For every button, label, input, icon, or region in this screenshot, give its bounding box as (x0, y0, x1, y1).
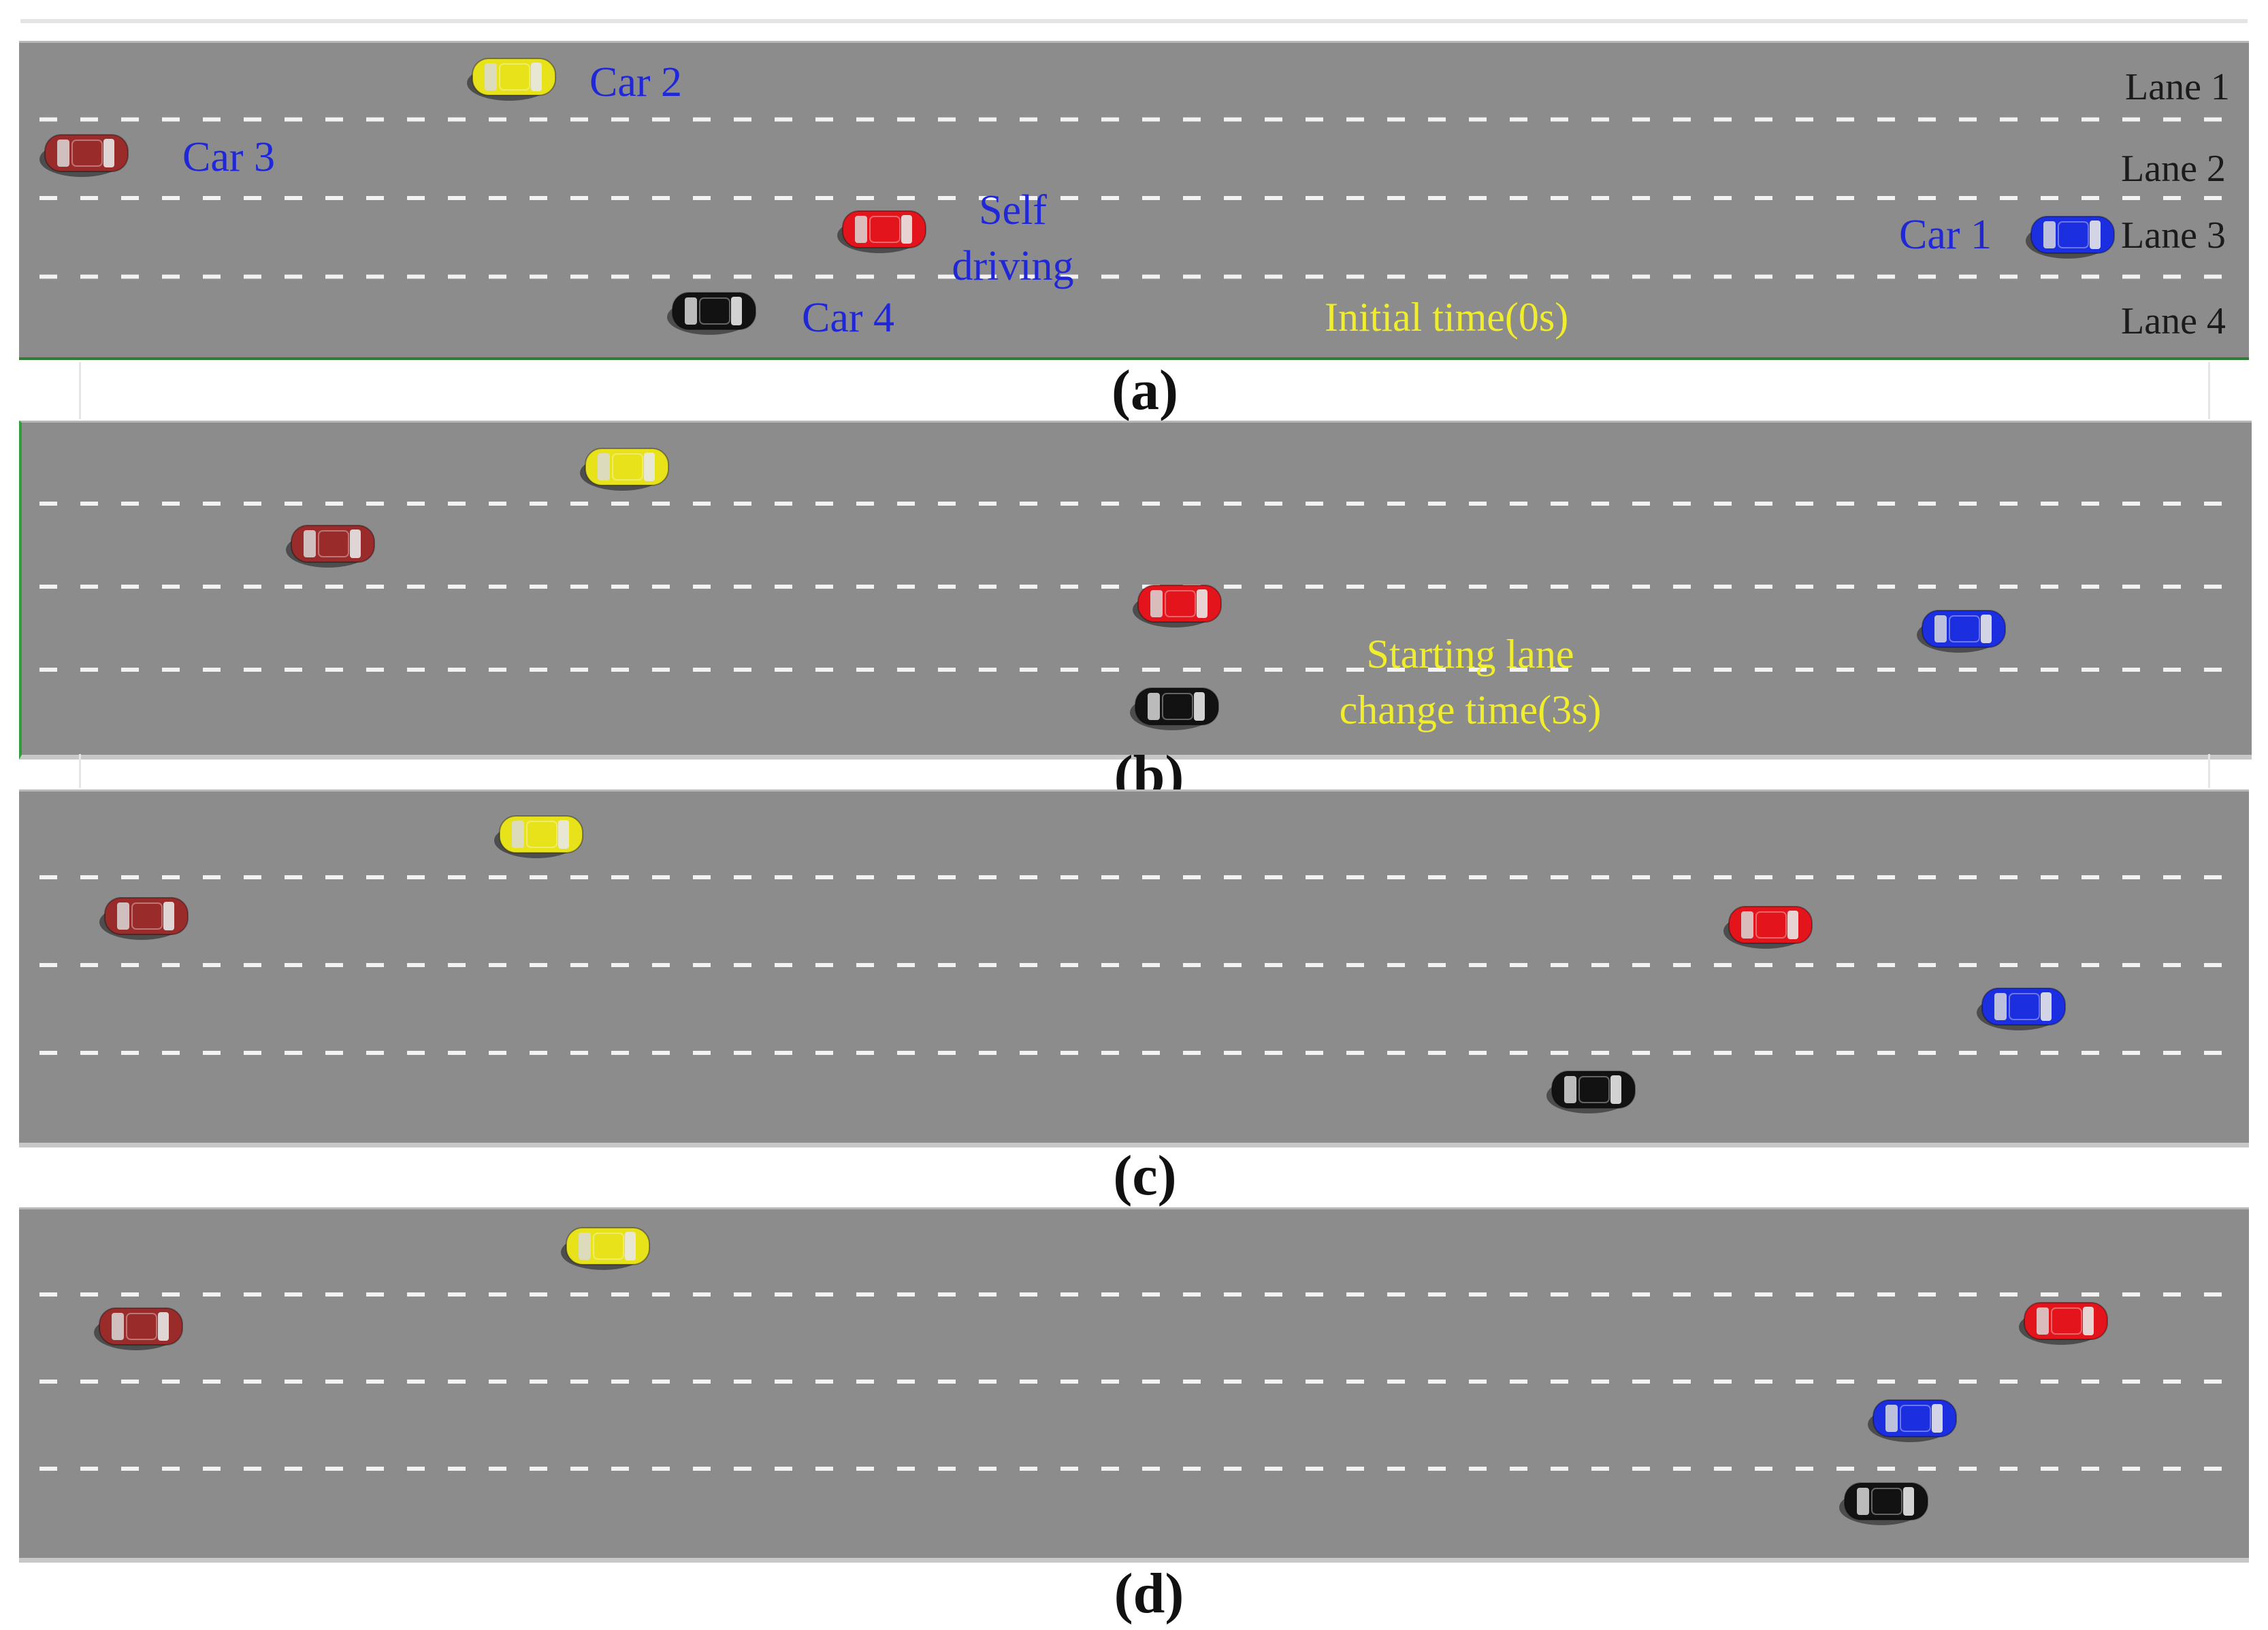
divider-tick (2208, 754, 2210, 788)
label-lane-change-time: Starting lane change time(3s) (1293, 626, 1647, 738)
car-3 (94, 1305, 185, 1350)
panel-c (19, 789, 2249, 1147)
road-a (19, 41, 2249, 360)
car-2 (494, 813, 585, 858)
panel-b (19, 421, 2252, 760)
divider-tick (2208, 362, 2210, 419)
label-car-4: Car 4 (802, 295, 895, 341)
label-lane-change-line-2: change time(3s) (1339, 687, 1602, 732)
label-car-3: Car 3 (182, 134, 276, 180)
label-car-1: Car 1 (1899, 212, 1992, 258)
car-4 (667, 290, 758, 335)
panel-caption-d: (d) (1114, 1562, 1184, 1625)
label-lane-4: Lane 4 (2121, 300, 2226, 342)
car-3 (39, 132, 131, 177)
car-2 (561, 1225, 652, 1270)
label-self-line-1: Self (979, 187, 1047, 233)
road-d (19, 1207, 2249, 1563)
car-3 (286, 523, 377, 568)
car-1 (1977, 985, 2068, 1030)
self-driving-car (837, 208, 928, 253)
divider-tick (79, 754, 81, 788)
car-4 (1546, 1069, 1638, 1113)
label-lane-3: Lane 3 (2121, 214, 2226, 257)
panel-caption-c: (c) (1113, 1144, 1177, 1207)
panel-caption-a: (a) (1112, 359, 1178, 422)
car-1 (1917, 608, 2008, 653)
panel-a (19, 41, 2249, 360)
panel-d (19, 1207, 2249, 1563)
car-2 (580, 446, 671, 491)
label-initial-time: Initial time(0s) (1325, 295, 1569, 340)
car-3 (99, 895, 191, 940)
label-car-2: Car 2 (589, 59, 683, 105)
car-1 (2026, 214, 2117, 259)
car-4 (1130, 685, 1221, 730)
car-4 (1839, 1480, 1930, 1525)
self-driving-car (1133, 583, 1224, 627)
top-border-line (20, 19, 2248, 23)
road-c (19, 789, 2249, 1147)
car-1 (1868, 1397, 1959, 1442)
label-self-driving: Self driving (938, 182, 1088, 294)
label-self-line-2: driving (952, 243, 1074, 289)
label-lane-2: Lane 2 (2121, 148, 2226, 190)
label-lane-1: Lane 1 (2125, 66, 2230, 108)
self-driving-car (1723, 904, 1815, 949)
road-b (19, 421, 2252, 760)
self-driving-car (2019, 1300, 2110, 1345)
label-lane-change-line-1: Starting lane (1366, 632, 1574, 677)
lane-markings-a (39, 117, 2229, 279)
car-2 (467, 56, 558, 101)
divider-tick (79, 362, 81, 419)
lane-markings-c (39, 875, 2229, 1055)
